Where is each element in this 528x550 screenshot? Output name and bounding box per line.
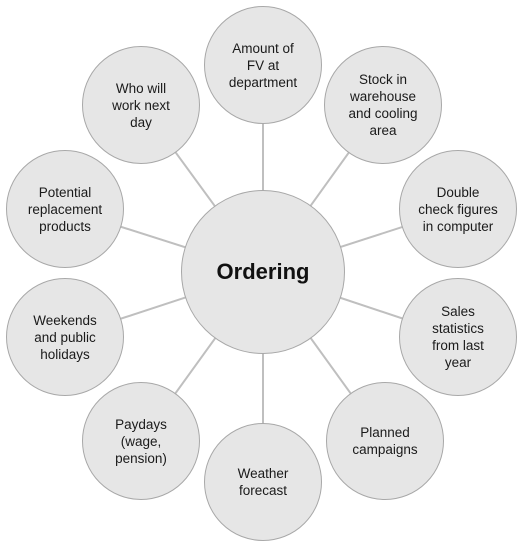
node-label: Potential replacement products [27, 184, 103, 234]
node-label: Weather forecast [237, 466, 289, 498]
node-sales-statistics: Sales statistics from last year [399, 278, 517, 396]
node-label: Planned campaigns [352, 425, 418, 457]
node-double-check-figures: Double check figures in computer [399, 150, 517, 268]
node-planned-campaigns: Planned campaigns [326, 382, 444, 500]
node-label: Who will work next day [112, 80, 170, 130]
node-label: Amount of FV at department [228, 40, 298, 90]
node-label: Weekends and public holidays [33, 312, 97, 362]
node-paydays: Paydays (wage, pension) [82, 382, 200, 500]
node-who-will-work: Who will work next day [82, 46, 200, 164]
node-amount-of-fv: Amount of FV at department [204, 6, 322, 124]
node-label: Stock in warehouse and cooling area [348, 72, 418, 138]
node-label: Paydays (wage, pension) [115, 416, 167, 466]
node-label: Sales statistics from last year [432, 304, 484, 370]
center-node-ordering: Ordering [181, 190, 345, 354]
node-weekends-holidays: Weekends and public holidays [6, 278, 124, 396]
node-stock-in-warehouse: Stock in warehouse and cooling area [324, 46, 442, 164]
node-replacement-products: Potential replacement products [6, 150, 124, 268]
node-weather-forecast: Weather forecast [204, 423, 322, 541]
node-label: Double check figures in computer [418, 184, 498, 234]
center-label: Ordering [216, 259, 310, 284]
